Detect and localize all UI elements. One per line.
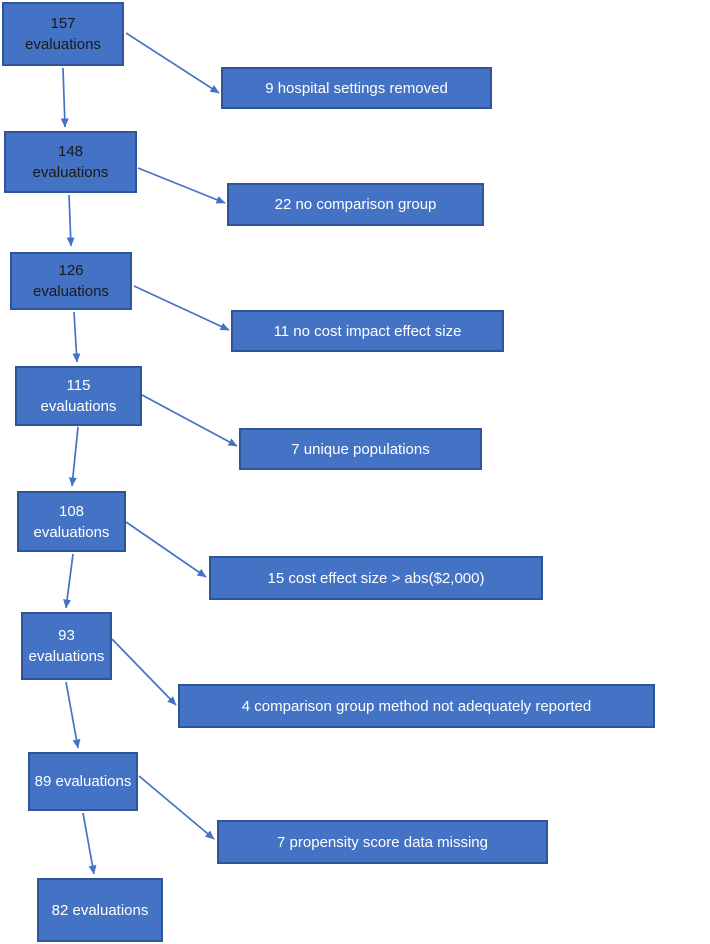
step-label: evaluations — [32, 164, 109, 181]
flow-step-box-5: 108 evaluations — [17, 491, 126, 552]
step-label: evaluations — [33, 283, 109, 300]
arrow-down-2 — [66, 194, 75, 247]
exclusion-box-7: 7 propensity score data missing — [217, 820, 548, 864]
exclusion-box-1: 9 hospital settings removed — [221, 67, 492, 109]
step-count: 126 — [58, 262, 84, 279]
exclusion-box-5: 15 cost effect size > abs($2,000) — [209, 556, 543, 600]
exclusion-label: 22 no comparison group — [274, 196, 437, 213]
arrow-exclusion-5 — [125, 521, 207, 578]
arrow-down-3 — [72, 311, 81, 363]
step-label: evaluations — [25, 36, 101, 53]
flow-step-box-7: 89 evaluations — [28, 752, 138, 811]
arrow-down-4 — [68, 426, 79, 487]
arrow-exclusion-6 — [111, 638, 177, 706]
exclusion-box-4: 7 unique populations — [239, 428, 482, 470]
exclusion-box-2: 22 no comparison group — [227, 183, 484, 226]
step-label: evaluations — [40, 398, 117, 415]
arrow-down-6 — [65, 681, 81, 749]
step-label: evaluations — [33, 523, 110, 541]
step-count: 108 — [58, 502, 85, 520]
step-count: 115 — [66, 377, 91, 394]
flow-step-box-2: 148 evaluations — [4, 131, 137, 193]
step-count: 157 — [50, 15, 76, 32]
arrow-exclusion-1 — [125, 32, 220, 94]
step-count: 89 evaluations — [34, 773, 132, 790]
arrow-down-5 — [63, 553, 74, 609]
flow-step-box-3: 126 evaluations — [10, 252, 132, 310]
arrow-exclusion-4 — [141, 394, 238, 447]
exclusion-label: 11 no cost impact effect size — [273, 322, 462, 340]
exclusion-label: 9 hospital settings removed — [265, 79, 448, 97]
flow-step-box-6: 93 evaluations — [21, 612, 112, 680]
arrow-exclusion-3 — [133, 285, 230, 331]
exclusion-box-6: 4 comparison group method not adequately… — [178, 684, 655, 728]
exclusion-box-3: 11 no cost impact effect size — [231, 310, 504, 352]
step-count: 93 — [58, 627, 75, 644]
flow-step-box-1: 157 evaluations — [2, 2, 124, 66]
exclusion-label: 15 cost effect size > abs($2,000) — [267, 569, 485, 587]
exclusion-label: 4 comparison group method not adequately… — [241, 697, 592, 715]
step-count: 82 evaluations — [51, 901, 149, 919]
exclusion-label: 7 unique populations — [291, 440, 430, 458]
exclusion-label: 7 propensity score data missing — [277, 833, 488, 851]
flow-step-box-4: 115 evaluations — [15, 366, 142, 426]
arrow-exclusion-7 — [138, 775, 215, 840]
flow-step-box-8: 82 evaluations — [37, 878, 163, 942]
step-label: evaluations — [28, 648, 105, 665]
arrow-down-7 — [82, 812, 97, 875]
arrow-down-1 — [60, 67, 69, 128]
arrow-exclusion-2 — [137, 167, 226, 204]
step-count: 148 — [57, 143, 84, 160]
